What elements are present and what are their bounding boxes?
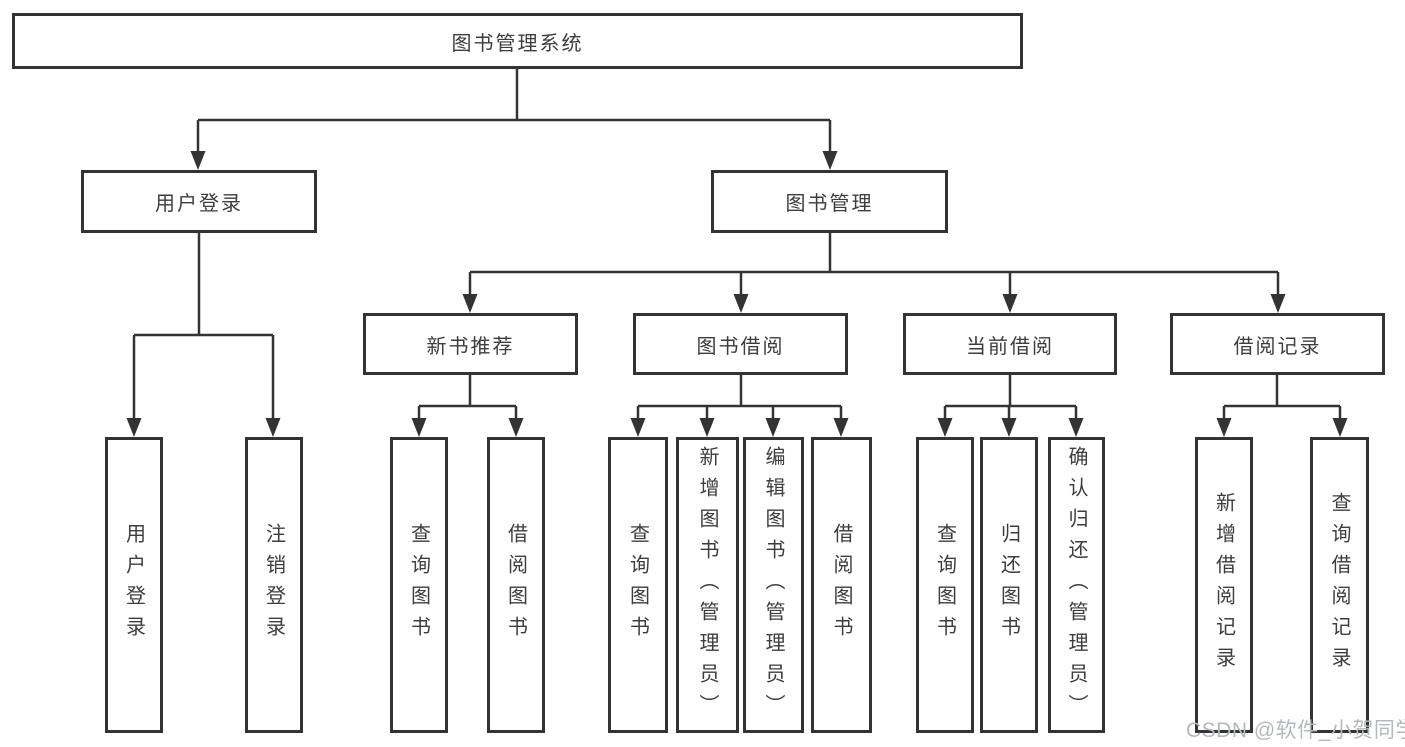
diagram-leaf-query-books-recommend: 查询图书 (390, 437, 448, 733)
arrowhead-icons (126, 151, 1348, 437)
csdn-watermark: CSDN @软件_小贺同学 (1186, 719, 1405, 742)
diagram-leaf-query-books-current: 查询图书 (916, 437, 974, 733)
diagram-node-book-management: 图书管理 (711, 170, 948, 233)
diagram-node-new-book-recommend: 新书推荐 (363, 313, 578, 375)
diagram-leaf-return-books: 归还图书 (980, 437, 1038, 733)
diagram-leaf-add-borrow-record: 新增借阅记录 (1195, 437, 1253, 733)
diagram-leaf-confirm-return-admin: 确认归还（管理员） (1048, 437, 1105, 733)
diagram-leaf-query-books-borrowing: 查询图书 (608, 437, 668, 733)
diagram-node-borrowing-records: 借阅记录 (1170, 313, 1385, 375)
diagram-node-book-borrowing: 图书借阅 (633, 313, 848, 375)
diagram-leaf-edit-books-admin: 编辑图书（管理员） (743, 437, 804, 733)
diagram-leaf-add-books-admin: 新增图书（管理员） (676, 437, 739, 733)
diagram-node-root: 图书管理系统 (12, 13, 1023, 69)
diagram-leaf-query-borrow-record: 查询借阅记录 (1310, 437, 1369, 733)
diagram-node-user-login: 用户登录 (81, 170, 317, 233)
diagram-leaf-borrow-books-recommend: 借阅图书 (487, 437, 545, 733)
diagram-leaf-user-login: 用户登录 (105, 437, 163, 733)
diagram-leaf-logout: 注销登录 (245, 437, 303, 733)
diagram-leaf-borrow-books: 借阅图书 (811, 437, 872, 733)
diagram-node-current-borrowing: 当前借阅 (903, 313, 1117, 375)
